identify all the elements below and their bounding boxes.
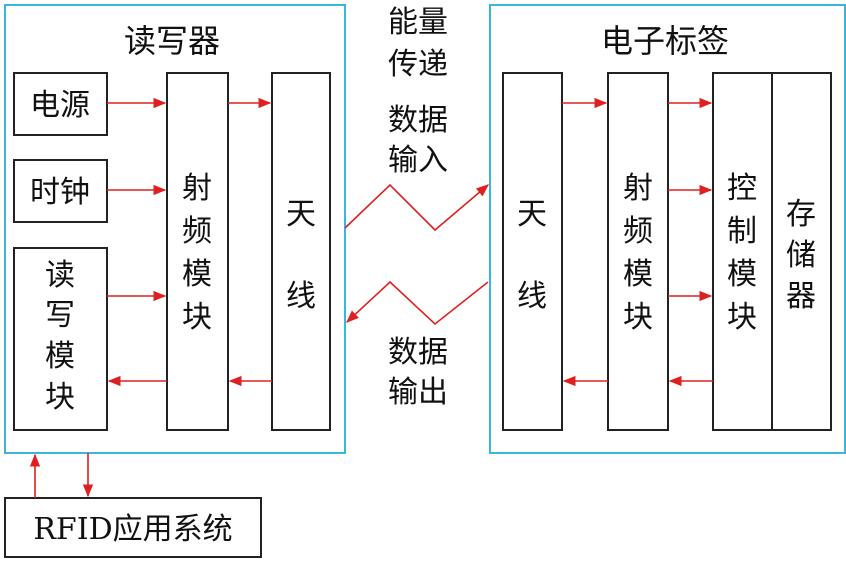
rw-char: 模	[45, 339, 75, 374]
tag-rf-box	[607, 72, 669, 431]
tag-rf-char: 频	[623, 214, 653, 249]
rw-char: 块	[45, 380, 75, 415]
reader-rf-char: 块	[182, 300, 212, 335]
tag-antenna-box	[502, 72, 563, 431]
data-out-label: 数据	[388, 335, 448, 370]
app-system-box	[4, 497, 262, 558]
clock-box	[13, 159, 108, 223]
reader-rf-char: 频	[182, 214, 212, 249]
tag-title: 电子标签	[601, 22, 729, 60]
power-label: 电源	[30, 88, 90, 123]
arrow-data-out-zigzag	[346, 280, 489, 326]
tag-rf-char: 块	[623, 300, 653, 335]
control-char: 控	[727, 171, 757, 206]
arrow-data-in-zigzag	[344, 183, 489, 232]
rw-char: 写	[45, 298, 75, 333]
reader-title: 读写器	[124, 22, 220, 60]
memory-box	[771, 72, 832, 431]
rw-module-box	[13, 247, 108, 431]
energy-label: 能量	[388, 5, 448, 40]
reader-antenna-char: 线	[286, 279, 316, 314]
memory-char: 储	[786, 238, 816, 273]
reader-frame	[4, 4, 346, 454]
clock-label: 时钟	[30, 175, 90, 210]
power-box	[13, 72, 108, 136]
data-in-label: 输入	[388, 143, 448, 178]
tag-frame	[489, 4, 846, 454]
app-system-label: RFID应用系统	[33, 512, 232, 547]
control-char: 制	[727, 214, 757, 249]
rw-char: 读	[45, 258, 75, 293]
tag-rf-char: 模	[623, 257, 653, 292]
control-char: 块	[727, 300, 757, 335]
reader-rf-char: 模	[182, 257, 212, 292]
reader-rf-box	[166, 72, 229, 431]
memory-char: 存	[786, 197, 816, 232]
reader-antenna-box	[271, 72, 331, 431]
tag-rf-char: 射	[623, 171, 653, 206]
tag-antenna-char: 线	[517, 279, 547, 314]
reader-rf-char: 射	[182, 171, 212, 206]
data-out-label: 输出	[388, 375, 448, 410]
memory-char: 器	[786, 279, 816, 314]
data-in-label: 数据	[388, 103, 448, 138]
tag-antenna-char: 天	[517, 197, 547, 232]
reader-antenna-char: 天	[286, 197, 316, 232]
control-module-box	[712, 72, 773, 431]
control-char: 模	[727, 257, 757, 292]
energy-label: 传递	[388, 47, 448, 82]
